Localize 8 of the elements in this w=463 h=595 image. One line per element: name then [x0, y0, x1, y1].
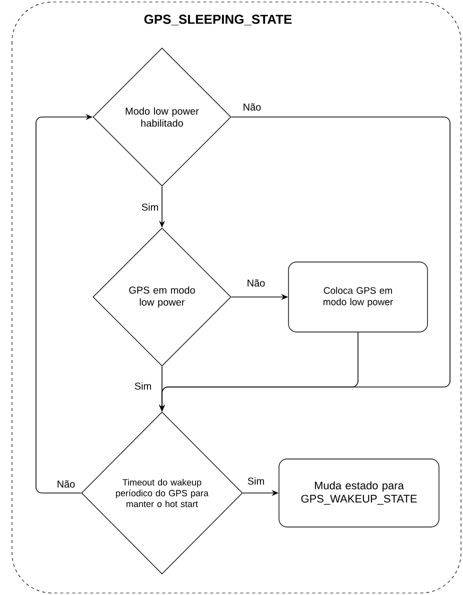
process-box: Muda estado para GPS_WAKEUP_STATE [278, 458, 440, 528]
edge-label: Sim [133, 381, 153, 391]
edge-label: Não [242, 102, 262, 112]
edge-label: Sim [140, 202, 160, 212]
edge-label: Sim [246, 476, 266, 486]
edge-label: Não [56, 479, 76, 489]
process-box: Coloca GPS em modo low power [288, 262, 428, 332]
edge-label: Não [246, 278, 266, 288]
